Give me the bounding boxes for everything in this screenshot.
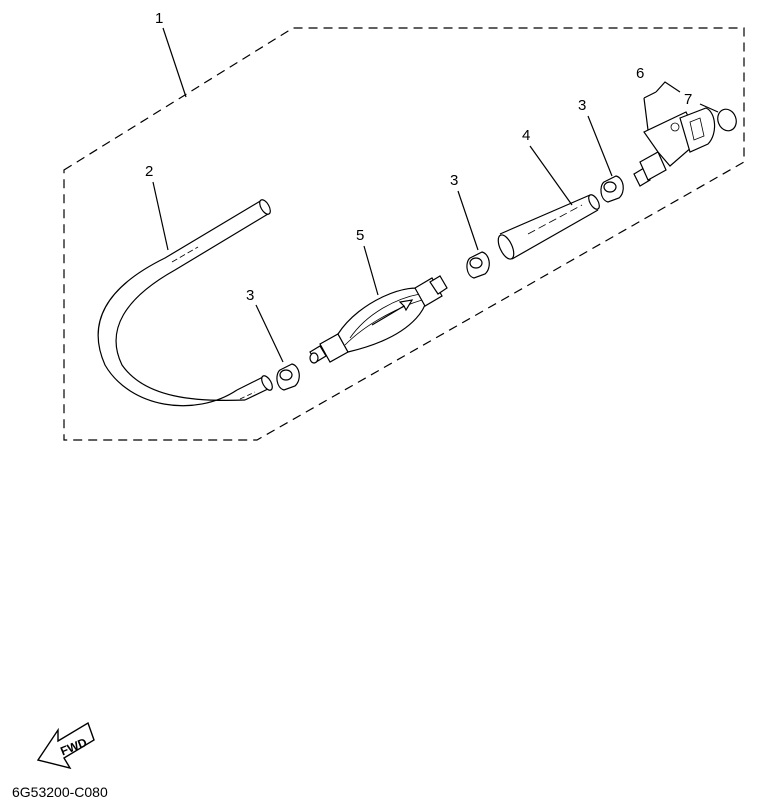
- diagram-code: 6G53200-C080: [12, 784, 108, 800]
- leader-line-4: [529, 145, 573, 206]
- leader-line-5: [363, 245, 379, 296]
- leader-line-6: [655, 81, 681, 93]
- leader-line-1: [162, 27, 187, 98]
- leader-line-2: [152, 181, 169, 251]
- o-ring[interactable]: [715, 107, 739, 134]
- callout-2: 2: [145, 163, 153, 180]
- callout-6: 6: [636, 65, 644, 82]
- leader-line-3-right: [587, 115, 613, 177]
- leader-line-6c: [643, 97, 649, 131]
- fuel-connector[interactable]: [633, 107, 716, 187]
- assembly-boundary: [63, 27, 745, 441]
- callout-7: 7: [684, 91, 692, 108]
- leader-line-6b: [643, 91, 657, 99]
- hose-clip-left[interactable]: [276, 363, 300, 391]
- callout-1: 1: [155, 10, 163, 27]
- fuel-hose[interactable]: [97, 198, 274, 407]
- callout-3-left: 3: [246, 287, 254, 304]
- short-hose[interactable]: [495, 193, 601, 261]
- leader-line-3-middle: [457, 190, 479, 251]
- primer-pump[interactable]: [309, 275, 448, 364]
- leader-line-3-left: [255, 304, 284, 363]
- leader-line-7: [699, 103, 719, 113]
- fwd-arrow: FWD: [36, 721, 95, 770]
- hose-clip-middle[interactable]: [466, 251, 490, 279]
- callout-4: 4: [522, 127, 530, 144]
- hose-clip-right[interactable]: [600, 175, 624, 203]
- callout-3-middle: 3: [450, 172, 458, 189]
- callout-5: 5: [356, 227, 364, 244]
- callout-3-right: 3: [578, 97, 586, 114]
